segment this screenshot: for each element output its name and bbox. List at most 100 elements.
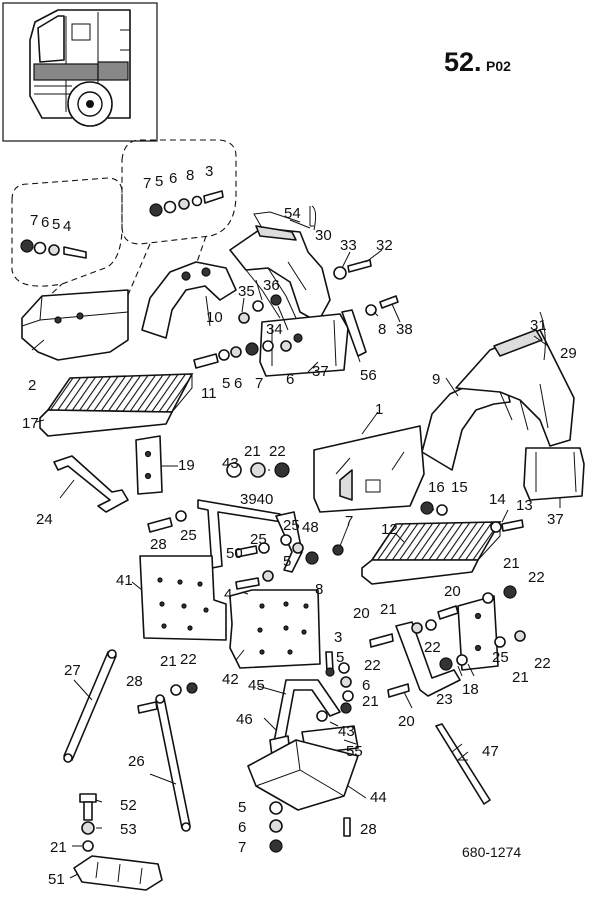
callout-15: 15 (451, 479, 468, 496)
callout-16: 16 (428, 479, 445, 496)
callout-5: 5 (222, 375, 230, 392)
callout-12: 12 (381, 521, 398, 538)
callout-6: 6 (41, 214, 49, 231)
callout-7: 7 (143, 175, 151, 192)
callout-30: 30 (315, 227, 332, 244)
callout-48: 48 (302, 519, 319, 536)
callout-5: 5 (52, 216, 60, 233)
callout-4: 4 (224, 586, 232, 603)
callout-labels: 7 6 5 4 7 5 6 8 3 54 30 33 32 36 35 10 8… (22, 163, 577, 888)
part-19-plate (135, 435, 163, 495)
callout-6: 6 (362, 677, 370, 694)
leader-lines (31, 205, 561, 879)
callout-5: 5 (155, 173, 163, 190)
part-24-bracket (53, 455, 129, 513)
part-37-mudflap-left (259, 313, 349, 377)
part-2-fender-end (21, 289, 129, 361)
callout-21: 21 (160, 653, 177, 670)
callout-11: 11 (201, 385, 217, 402)
callout-20: 20 (398, 713, 415, 730)
callout-5: 5 (336, 649, 344, 666)
callout-23: 23 (436, 691, 453, 708)
callout-31: 31 (530, 317, 547, 334)
callout-56: 56 (360, 367, 377, 384)
callout-5: 5 (283, 553, 291, 570)
callout-21: 21 (244, 443, 261, 460)
part-42-plate (229, 589, 321, 669)
callout-7: 7 (345, 513, 353, 530)
callout-53: 53 (120, 821, 137, 838)
callout-19: 19 (178, 457, 195, 474)
callout-3: 3 (205, 163, 213, 180)
callout-14: 14 (489, 491, 506, 508)
part-51-bracket (73, 855, 163, 891)
part-10-bracket (141, 261, 237, 339)
callout-21: 21 (512, 669, 529, 686)
callout-36: 36 (263, 277, 280, 294)
part-56-clip (341, 309, 367, 357)
callout-8: 8 (186, 167, 194, 184)
part-37-mudflap-right (523, 447, 585, 501)
callout-47: 47 (482, 743, 499, 760)
callout-26: 26 (128, 753, 145, 770)
callout-45: 45 (248, 677, 265, 694)
callout-8: 8 (315, 581, 323, 598)
callout-21: 21 (50, 839, 67, 856)
callout-22: 22 (269, 443, 286, 460)
callout-28: 28 (126, 673, 143, 690)
callout-6: 6 (169, 170, 177, 187)
callout-43: 43 (222, 455, 239, 472)
callout-29: 29 (560, 345, 577, 362)
callout-13: 13 (516, 497, 533, 514)
callout-42: 42 (222, 671, 239, 688)
callout-50: 50 (226, 545, 243, 562)
callout-22: 22 (528, 569, 545, 586)
callout-32: 32 (376, 237, 393, 254)
callout-7: 7 (238, 839, 246, 856)
callout-22: 22 (424, 639, 441, 656)
part-30-mudguard-frame (229, 227, 331, 323)
callout-17: 17 (22, 415, 39, 432)
part-54-strip (255, 225, 297, 241)
callout-25: 25 (283, 517, 300, 534)
page-title-main: 52. (444, 47, 482, 77)
callout-25: 25 (492, 649, 509, 666)
callout-6: 6 (238, 819, 246, 836)
callout-25: 25 (250, 531, 267, 548)
callout-4: 4 (63, 218, 71, 235)
callout-22: 22 (180, 651, 197, 668)
callout-44: 44 (370, 789, 387, 806)
callout-22: 22 (534, 655, 551, 672)
truck-inset (2, 2, 158, 142)
callout-52: 52 (120, 797, 137, 814)
callout-22: 22 (364, 657, 381, 674)
callout-7: 7 (30, 212, 38, 229)
part-9-bracket-right (421, 379, 511, 471)
callout-1: 1 (375, 401, 383, 418)
part-26-stay-rod (155, 697, 191, 829)
callout-55: 55 (346, 743, 363, 760)
part-47-rod (435, 723, 491, 805)
hardware-set-left (20, 239, 87, 259)
callout-9: 9 (432, 371, 440, 388)
callout-6: 6 (234, 375, 242, 392)
bottom-fastener-stack-left (79, 793, 97, 852)
callout-6: 6 (286, 371, 294, 388)
callout-41: 41 (116, 572, 133, 589)
callout-20: 20 (353, 605, 370, 622)
callout-25: 25 (180, 527, 197, 544)
callout-21: 21 (362, 693, 379, 710)
callout-10: 10 (206, 309, 223, 326)
fastener-row-11 (193, 340, 292, 369)
callout-20: 20 (444, 583, 461, 600)
callout-21: 21 (503, 555, 520, 572)
callout-43: 43 (338, 723, 355, 740)
callout-21: 21 (380, 601, 397, 618)
detail-box-right (121, 139, 237, 245)
callout-37: 37 (547, 511, 564, 528)
part-31-strip (493, 329, 543, 357)
page-title-sub: P02 (486, 58, 511, 74)
part-1-cover (313, 425, 425, 513)
